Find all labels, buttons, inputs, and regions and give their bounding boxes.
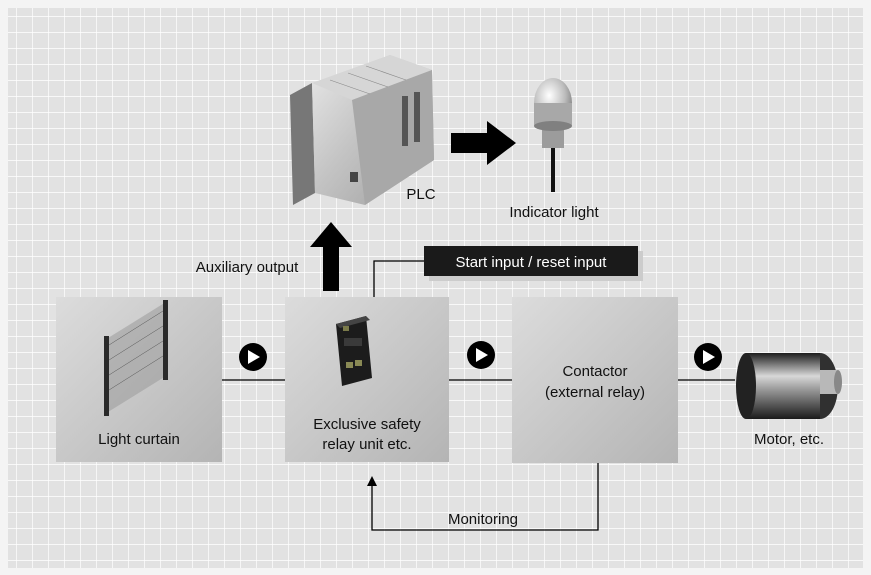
contactor-box [512, 297, 678, 463]
contactor-label-line1: Contactor [562, 363, 627, 380]
plc-label: PLC [406, 186, 435, 203]
start-reset-box [424, 246, 638, 276]
light-curtain-label: Light curtain [98, 431, 180, 448]
flow-indicator-1 [239, 343, 267, 371]
light-curtain-icon [104, 300, 168, 416]
safety-relay-box [285, 297, 449, 462]
grid-background [8, 8, 863, 568]
plc-to-indicator-arrow [451, 121, 516, 165]
auxiliary-output-label: Auxiliary output [196, 259, 299, 276]
light-curtain-node: Light curtain [56, 297, 222, 462]
indicator-light-label: Indicator light [509, 204, 599, 221]
flow-indicator-2 [467, 341, 495, 369]
safety-relay-node: Exclusive safety relay unit etc. [285, 297, 449, 462]
indicator-light-icon [534, 78, 572, 192]
auxiliary-output-arrow [310, 222, 352, 291]
monitoring-arrowhead [367, 476, 377, 486]
motor-label: Motor, etc. [754, 431, 824, 448]
safety-relay-label-line2: relay unit etc. [322, 436, 411, 453]
plc-icon [290, 55, 434, 205]
connector-lines [222, 260, 735, 531]
contactor-label-line2: (external relay) [545, 384, 645, 401]
contactor-node: Contactor (external relay) [512, 297, 678, 463]
safety-relay-icon [336, 316, 372, 386]
safety-relay-label-line1: Exclusive safety [313, 416, 421, 433]
monitoring-label: Monitoring [448, 511, 518, 528]
start-reset-input-tag: Start input / reset input [424, 246, 643, 281]
motor-icon [736, 353, 842, 419]
flow-indicator-3 [694, 343, 722, 371]
start-reset-label: Start input / reset input [456, 254, 608, 271]
